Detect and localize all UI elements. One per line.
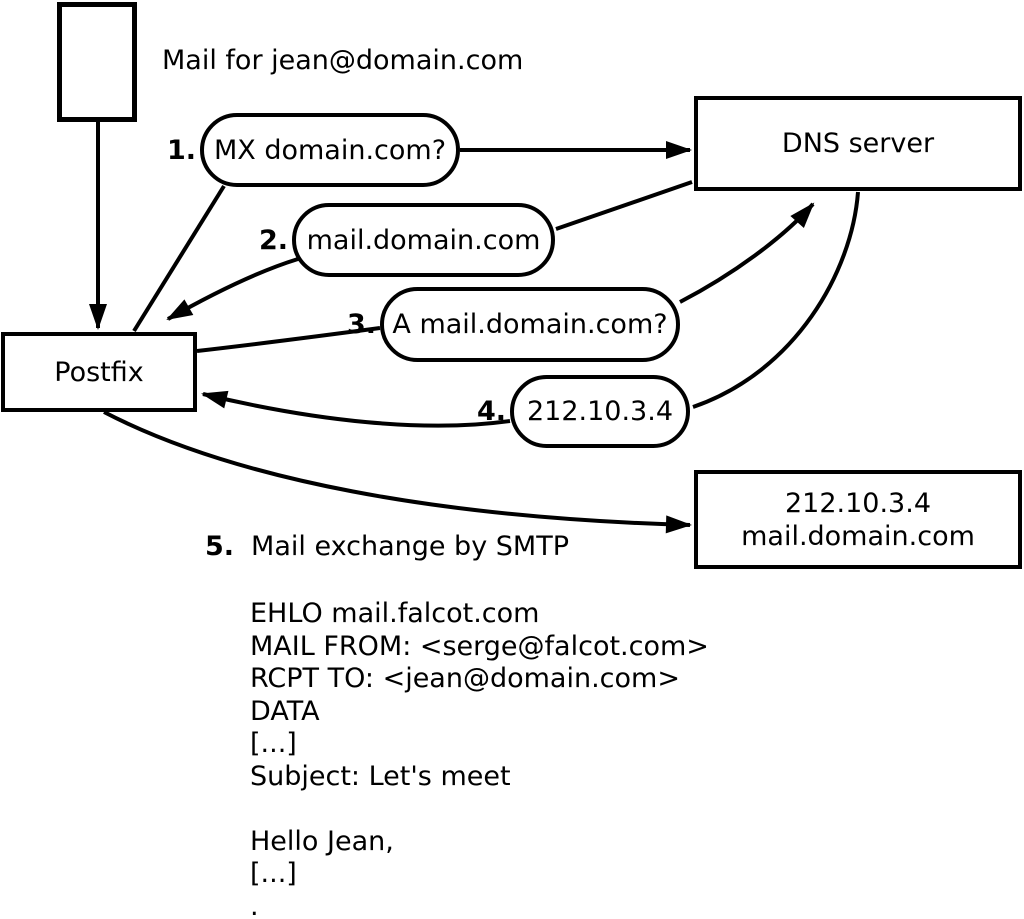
answer-a-pill: 212.10.3.4 bbox=[510, 375, 690, 448]
arrow-query3-to-dns bbox=[679, 202, 815, 304]
answer-mx-pill: mail.domain.com bbox=[292, 203, 555, 277]
arrow-answer2-to-postfix bbox=[166, 257, 299, 321]
smtp-line-ellipsis-1: [...] bbox=[250, 728, 297, 759]
answer-mx-label: mail.domain.com bbox=[306, 224, 541, 256]
line-dns-to-answer4 bbox=[692, 191, 860, 409]
smtp-line-blank bbox=[250, 793, 709, 826]
postfix-node: Postfix bbox=[1, 332, 197, 412]
smtp-line-data: DATA bbox=[250, 695, 320, 727]
smtp-line-ellipsis-2: [...] bbox=[250, 858, 297, 889]
line-postfix-to-query3 bbox=[196, 326, 381, 353]
step-5-row: 5. Mail exchange by SMTP bbox=[205, 531, 569, 562]
smtp-line-mail-from: MAIL FROM: <serge@falcot.com> bbox=[250, 630, 709, 662]
mail-server-ip: 212.10.3.4 bbox=[785, 487, 931, 519]
arrow-postfix-to-mailserver bbox=[103, 410, 692, 534]
line-postfix-to-query1 bbox=[132, 184, 226, 333]
query-mx-pill: MX domain.com? bbox=[200, 113, 460, 187]
dns-server-label: DNS server bbox=[781, 128, 935, 159]
smtp-line-subject: Subject: Let's meet bbox=[250, 760, 511, 792]
query-a-label: A mail.domain.com? bbox=[392, 309, 668, 340]
postfix-label: Postfix bbox=[54, 356, 144, 388]
smtp-line-rcpt-to: RCPT TO: <jean@domain.com> bbox=[250, 663, 680, 694]
dns-server-node: DNS server bbox=[694, 96, 1022, 191]
mail-server-hostname: mail.domain.com bbox=[741, 520, 975, 552]
step-4-number: 4. bbox=[476, 396, 506, 427]
smtp-line-greeting: Hello Jean, bbox=[250, 825, 394, 857]
query-a-pill: A mail.domain.com? bbox=[380, 287, 680, 362]
mail-server-node: 212.10.3.4 mail.domain.com bbox=[694, 470, 1022, 569]
smtp-line-terminator-dot: . bbox=[250, 890, 259, 919]
answer-a-label: 212.10.3.4 bbox=[527, 396, 673, 427]
query-mx-label: MX domain.com? bbox=[213, 134, 447, 166]
smtp-line-ehlo: EHLO mail.falcot.com bbox=[250, 598, 540, 629]
mail-message-icon bbox=[57, 2, 137, 122]
diagram-title: Mail for jean@domain.com bbox=[162, 45, 524, 76]
line-dns-to-answer2 bbox=[555, 180, 693, 231]
arrow-answer4-to-postfix bbox=[201, 390, 511, 428]
step-1-number: 1. bbox=[166, 135, 196, 166]
smtp-session-block: EHLO mail.falcot.com MAIL FROM: <serge@f… bbox=[250, 598, 709, 919]
step-5-label: Mail exchange by SMTP bbox=[251, 531, 569, 562]
step-5-number: 5. bbox=[205, 531, 235, 562]
step-2-number: 2. bbox=[258, 225, 288, 256]
step-3-number: 3. bbox=[346, 309, 376, 340]
